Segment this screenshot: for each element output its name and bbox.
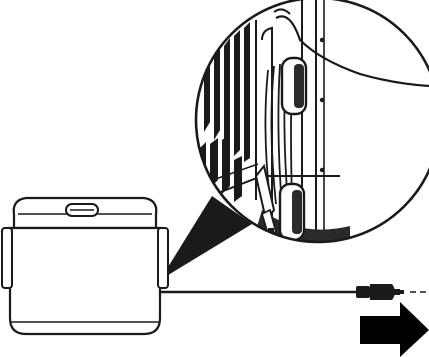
right-arrow-icon (360, 302, 429, 357)
right-handle (158, 228, 168, 288)
left-handle (2, 228, 12, 288)
car-12v-plug-icon (356, 284, 429, 300)
cooler-box (2, 198, 168, 334)
cooler-body (10, 228, 160, 334)
